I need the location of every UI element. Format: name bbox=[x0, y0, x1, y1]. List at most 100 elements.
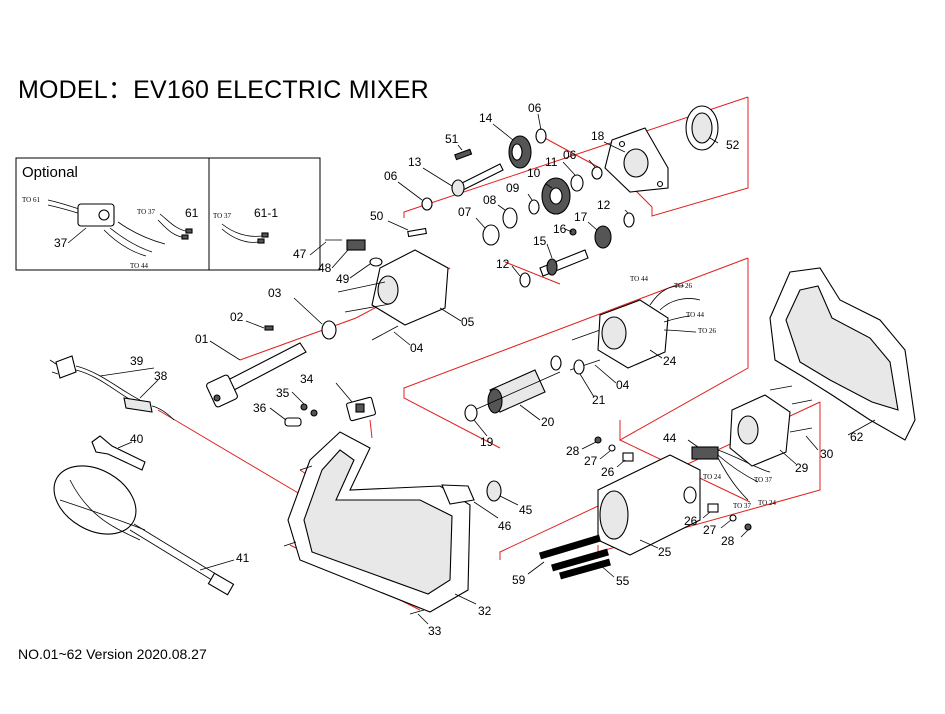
part-label-52: 52 bbox=[726, 138, 740, 152]
part-label-11: 11 bbox=[545, 155, 558, 169]
wire-label: TO 37 bbox=[733, 502, 751, 510]
wire-label: TO 26 bbox=[674, 282, 692, 290]
wire-label: TO 37 bbox=[754, 476, 772, 484]
part-04-washer bbox=[550, 355, 562, 371]
part-label-05: 05 bbox=[461, 315, 475, 329]
part-12-bearing bbox=[519, 272, 531, 288]
part-label-13: 13 bbox=[408, 155, 422, 169]
part-label-03: 03 bbox=[268, 286, 282, 300]
wire-label: TO 44 bbox=[686, 311, 704, 319]
part-label-12: 12 bbox=[597, 198, 611, 212]
part-51-key bbox=[454, 148, 473, 161]
part-label-24: 24 bbox=[663, 354, 677, 368]
part-label-27: 27 bbox=[584, 454, 598, 468]
part-26-brush bbox=[622, 452, 634, 462]
part-33-screw bbox=[299, 465, 313, 471]
optional-heading: Optional bbox=[22, 164, 78, 181]
part-24-stator bbox=[597, 285, 701, 369]
part-label-37: 37 bbox=[54, 236, 68, 250]
part-label-26: 26 bbox=[601, 465, 615, 479]
part-label-38: 38 bbox=[154, 369, 168, 383]
part-label-20: 20 bbox=[541, 415, 555, 429]
part-label-45: 45 bbox=[519, 503, 533, 517]
part-21-washer bbox=[573, 359, 585, 375]
part-19-bearing bbox=[464, 404, 478, 422]
part-label-09: 09 bbox=[506, 181, 520, 195]
part-06-bearing bbox=[591, 166, 603, 180]
wire-label: TO 24 bbox=[703, 473, 721, 481]
part-40-wrench bbox=[91, 435, 146, 471]
part-label-61-1: 61-1 bbox=[254, 206, 278, 220]
part-label-32: 32 bbox=[478, 604, 492, 618]
part-15-pinion-shaft bbox=[539, 228, 589, 277]
part-61-wire-set bbox=[157, 213, 193, 240]
part-label-25: 25 bbox=[658, 545, 672, 559]
part-label-01: 01 bbox=[195, 332, 209, 346]
part-label-28: 28 bbox=[566, 444, 580, 458]
part-label-06: 06 bbox=[563, 148, 577, 162]
part-06-bearing bbox=[421, 197, 433, 211]
part-label-28: 28 bbox=[721, 534, 735, 548]
part-35-screw bbox=[310, 409, 318, 417]
part-26-brush bbox=[707, 503, 719, 513]
part-18-gear-housing bbox=[604, 127, 669, 193]
part-32-handle-frame bbox=[287, 431, 471, 613]
part-label-61: 61 bbox=[185, 206, 199, 220]
part-label-06: 06 bbox=[528, 101, 542, 115]
part-49-spring bbox=[369, 257, 383, 267]
part-label-40: 40 bbox=[130, 432, 144, 446]
wire-label: TO 44 bbox=[130, 262, 148, 270]
part-label-21: 21 bbox=[592, 393, 606, 407]
part-label-04: 04 bbox=[410, 341, 424, 355]
part-label-51: 51 bbox=[445, 132, 459, 146]
part-41-mixing-paddle bbox=[53, 465, 235, 596]
part-59-rod bbox=[538, 534, 602, 560]
part-46-trigger bbox=[441, 484, 475, 505]
part-27-spring bbox=[729, 514, 737, 522]
part-30-screw bbox=[789, 427, 813, 433]
part-02-key bbox=[264, 325, 274, 331]
part-45-knob bbox=[486, 480, 502, 502]
part-label-47: 47 bbox=[293, 247, 307, 261]
version-footer: NO.01~62 Version 2020.08.27 bbox=[18, 646, 207, 662]
wire-label: TO 61 bbox=[22, 196, 40, 204]
part-label-08: 08 bbox=[483, 193, 497, 207]
part-label-30: 30 bbox=[820, 447, 834, 461]
part-label-17: 17 bbox=[574, 210, 588, 224]
part-59-rod bbox=[551, 548, 609, 572]
part-label-55: 55 bbox=[616, 574, 630, 588]
part-09-clip bbox=[528, 199, 540, 215]
part-label-12: 12 bbox=[496, 257, 510, 271]
part-label-07: 07 bbox=[458, 205, 472, 219]
part-label-35: 35 bbox=[276, 386, 290, 400]
part-62-rear-handle bbox=[769, 267, 916, 441]
part-06-bearing bbox=[535, 128, 547, 144]
part-38-cord-guard bbox=[123, 397, 153, 413]
part-04-screw bbox=[371, 325, 399, 341]
part-55-rod bbox=[559, 558, 611, 580]
part-label-02: 02 bbox=[230, 310, 244, 324]
part-48-plate bbox=[346, 239, 366, 251]
part-label-34: 34 bbox=[300, 372, 314, 386]
part-label-39: 39 bbox=[130, 354, 144, 368]
part-35-screw bbox=[300, 403, 308, 411]
part-label-29: 29 bbox=[795, 461, 809, 475]
part-28-screw bbox=[594, 436, 602, 444]
part-label-14: 14 bbox=[479, 111, 493, 125]
part-36-cable-clamp bbox=[284, 417, 302, 427]
part-50-pin bbox=[407, 227, 428, 238]
part-04-screw bbox=[571, 329, 601, 341]
part-label-26: 26 bbox=[684, 514, 698, 528]
wire-label: TO 37 bbox=[213, 212, 231, 220]
part-07-bearing bbox=[482, 224, 500, 246]
part-label-27: 27 bbox=[703, 523, 717, 537]
part-label-06: 06 bbox=[384, 169, 398, 183]
wire-label: TO 44 bbox=[630, 275, 648, 283]
part-labels: 06 14 51 18 52 13 11 06 06 10 09 08 12 0… bbox=[130, 101, 864, 638]
part-label-44: 44 bbox=[663, 431, 677, 445]
part-17-gear bbox=[594, 225, 612, 249]
part-34-switch bbox=[346, 396, 376, 422]
part-label-59: 59 bbox=[512, 573, 526, 587]
part-14-gear bbox=[508, 135, 532, 169]
part-05-front-housing bbox=[337, 249, 449, 326]
